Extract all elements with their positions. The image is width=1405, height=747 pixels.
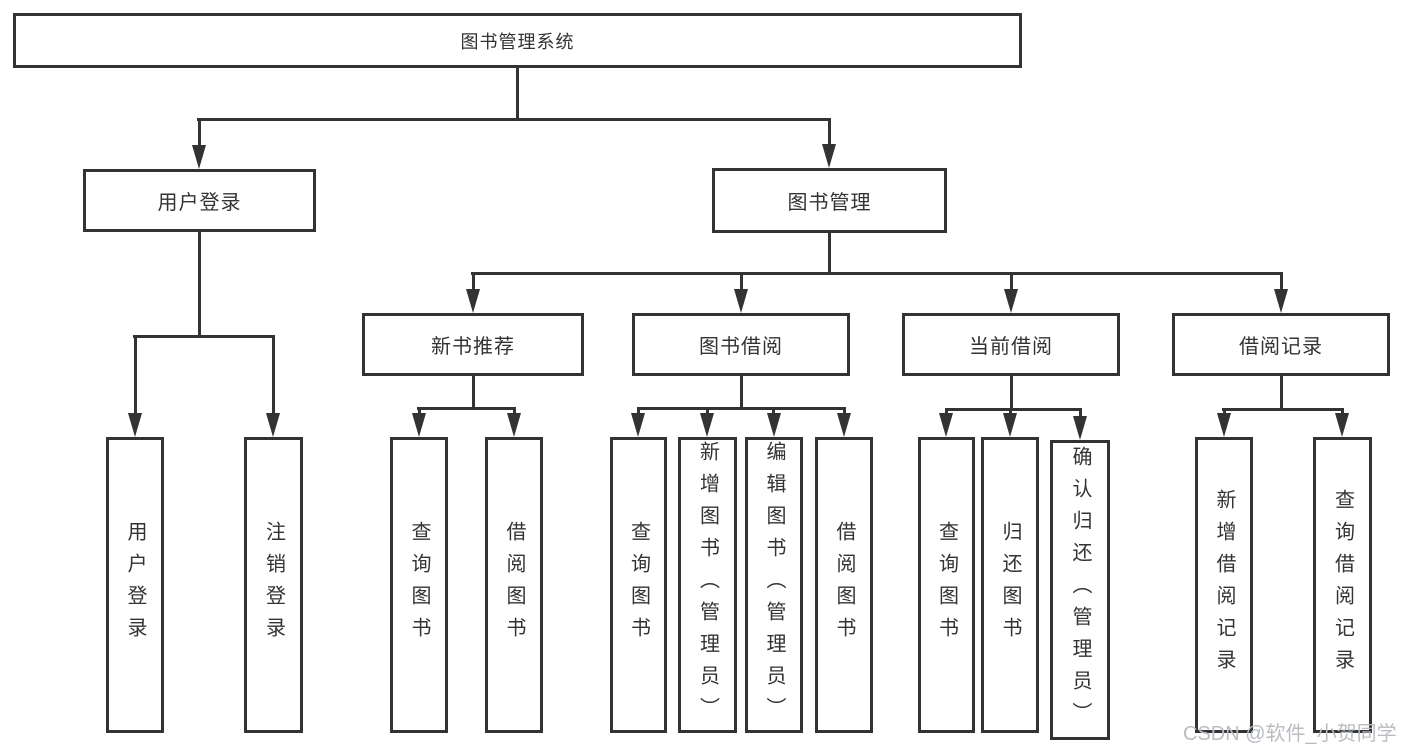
arrow-down-icon bbox=[128, 413, 142, 437]
connector-line bbox=[828, 233, 831, 274]
arrow-down-icon bbox=[1335, 413, 1349, 437]
connector-line bbox=[843, 407, 846, 414]
arrow-down-icon bbox=[631, 413, 645, 437]
connector-line bbox=[740, 272, 743, 289]
node-label: 图书管理 bbox=[787, 192, 872, 214]
connector-line bbox=[471, 272, 1283, 275]
connector-line bbox=[706, 407, 709, 414]
node-label: 新增图书（管理员） bbox=[696, 441, 719, 729]
connector-line bbox=[1079, 408, 1082, 417]
node-current-borrow: 当前借阅 bbox=[902, 313, 1120, 376]
node-query-books-current: 查询图书 bbox=[918, 437, 975, 733]
arrow-down-icon bbox=[266, 413, 280, 437]
node-edit-books-admin: 编辑图书（管理员） bbox=[745, 437, 803, 733]
arrow-down-icon bbox=[507, 413, 521, 437]
connector-line bbox=[637, 407, 640, 414]
node-borrow-records: 借阅记录 bbox=[1172, 313, 1390, 376]
arrow-down-icon bbox=[1073, 416, 1087, 440]
node-label: 查询图书 bbox=[627, 521, 650, 649]
arrow-down-icon bbox=[939, 413, 953, 437]
connector-line bbox=[134, 335, 137, 413]
node-add-books-admin: 新增图书（管理员） bbox=[678, 437, 737, 733]
node-query-borrow-record: 查询借阅记录 bbox=[1313, 437, 1372, 733]
arrow-down-icon bbox=[734, 289, 748, 313]
arrow-down-icon bbox=[1217, 413, 1231, 437]
node-label: 借阅记录 bbox=[1239, 336, 1323, 358]
arrow-down-icon bbox=[837, 413, 851, 437]
connector-line bbox=[418, 407, 421, 414]
node-label: 借阅图书 bbox=[833, 521, 855, 649]
node-library-management-system: 图书管理系统 bbox=[13, 13, 1022, 68]
arrow-down-icon bbox=[1004, 289, 1018, 313]
node-label: 查询借阅记录 bbox=[1331, 489, 1354, 681]
arrow-down-icon bbox=[466, 289, 480, 313]
connector-line bbox=[1341, 408, 1344, 414]
node-label: 归还图书 bbox=[999, 521, 1021, 649]
node-borrow-books: 借阅图书 bbox=[815, 437, 873, 733]
connector-line bbox=[945, 408, 1082, 411]
arrow-down-icon bbox=[192, 145, 206, 169]
node-label: 用户登录 bbox=[157, 192, 242, 214]
node-label: 借阅图书 bbox=[503, 521, 525, 649]
connector-line bbox=[198, 232, 201, 337]
connector-line bbox=[945, 408, 948, 414]
node-query-books-borrow: 查询图书 bbox=[610, 437, 667, 733]
connector-line bbox=[1280, 376, 1283, 410]
connector-line bbox=[513, 407, 516, 414]
connector-line bbox=[1223, 408, 1226, 414]
connector-line bbox=[417, 407, 516, 410]
connector-line bbox=[197, 118, 831, 121]
node-label: 图书管理系统 bbox=[460, 31, 575, 52]
node-confirm-return-admin: 确认归还（管理员） bbox=[1050, 440, 1110, 740]
node-user-login: 用户登录 bbox=[83, 169, 316, 232]
node-label: 注销登录 bbox=[262, 521, 285, 649]
node-label: 确认归还（管理员） bbox=[1069, 446, 1091, 734]
arrow-down-icon bbox=[1003, 413, 1017, 437]
node-label: 新书推荐 bbox=[431, 336, 515, 358]
node-label: 新增借阅记录 bbox=[1213, 489, 1235, 681]
node-new-book-recommend: 新书推荐 bbox=[362, 313, 584, 376]
arrow-down-icon bbox=[767, 413, 781, 437]
connector-line bbox=[1009, 408, 1012, 414]
connector-line bbox=[133, 335, 275, 338]
connector-line bbox=[1280, 272, 1283, 289]
arrow-down-icon bbox=[822, 144, 836, 168]
node-user-login-leaf: 用户登录 bbox=[106, 437, 164, 733]
node-book-management: 图书管理 bbox=[712, 168, 947, 233]
node-label: 用户登录 bbox=[124, 521, 146, 649]
node-label: 编辑图书（管理员） bbox=[763, 441, 785, 729]
connector-line bbox=[828, 118, 831, 145]
node-borrow-books-recommend: 借阅图书 bbox=[485, 437, 543, 733]
node-query-books-recommend: 查询图书 bbox=[390, 437, 448, 733]
arrow-down-icon bbox=[700, 413, 714, 437]
connector-line bbox=[272, 335, 275, 413]
arrow-down-icon bbox=[1274, 289, 1288, 313]
connector-line bbox=[516, 68, 519, 118]
connector-line bbox=[1010, 376, 1013, 410]
node-label: 查询图书 bbox=[408, 521, 430, 649]
connector-line bbox=[472, 272, 475, 289]
node-label: 当前借阅 bbox=[969, 336, 1053, 358]
node-book-borrow: 图书借阅 bbox=[632, 313, 850, 376]
node-label: 图书借阅 bbox=[699, 336, 783, 358]
connector-line bbox=[472, 376, 475, 409]
arrow-down-icon bbox=[412, 413, 426, 437]
node-return-books: 归还图书 bbox=[981, 437, 1039, 733]
node-label: 查询图书 bbox=[935, 521, 958, 649]
connector-line bbox=[637, 407, 846, 410]
connector-line bbox=[198, 118, 201, 146]
csdn-watermark: CSDN @软件_小贺同学 bbox=[1183, 723, 1397, 745]
connector-line bbox=[1010, 272, 1013, 289]
connector-line bbox=[1222, 408, 1344, 411]
connector-line bbox=[740, 376, 743, 409]
connector-line bbox=[772, 407, 775, 414]
node-logout: 注销登录 bbox=[244, 437, 303, 733]
node-add-borrow-record: 新增借阅记录 bbox=[1195, 437, 1253, 733]
